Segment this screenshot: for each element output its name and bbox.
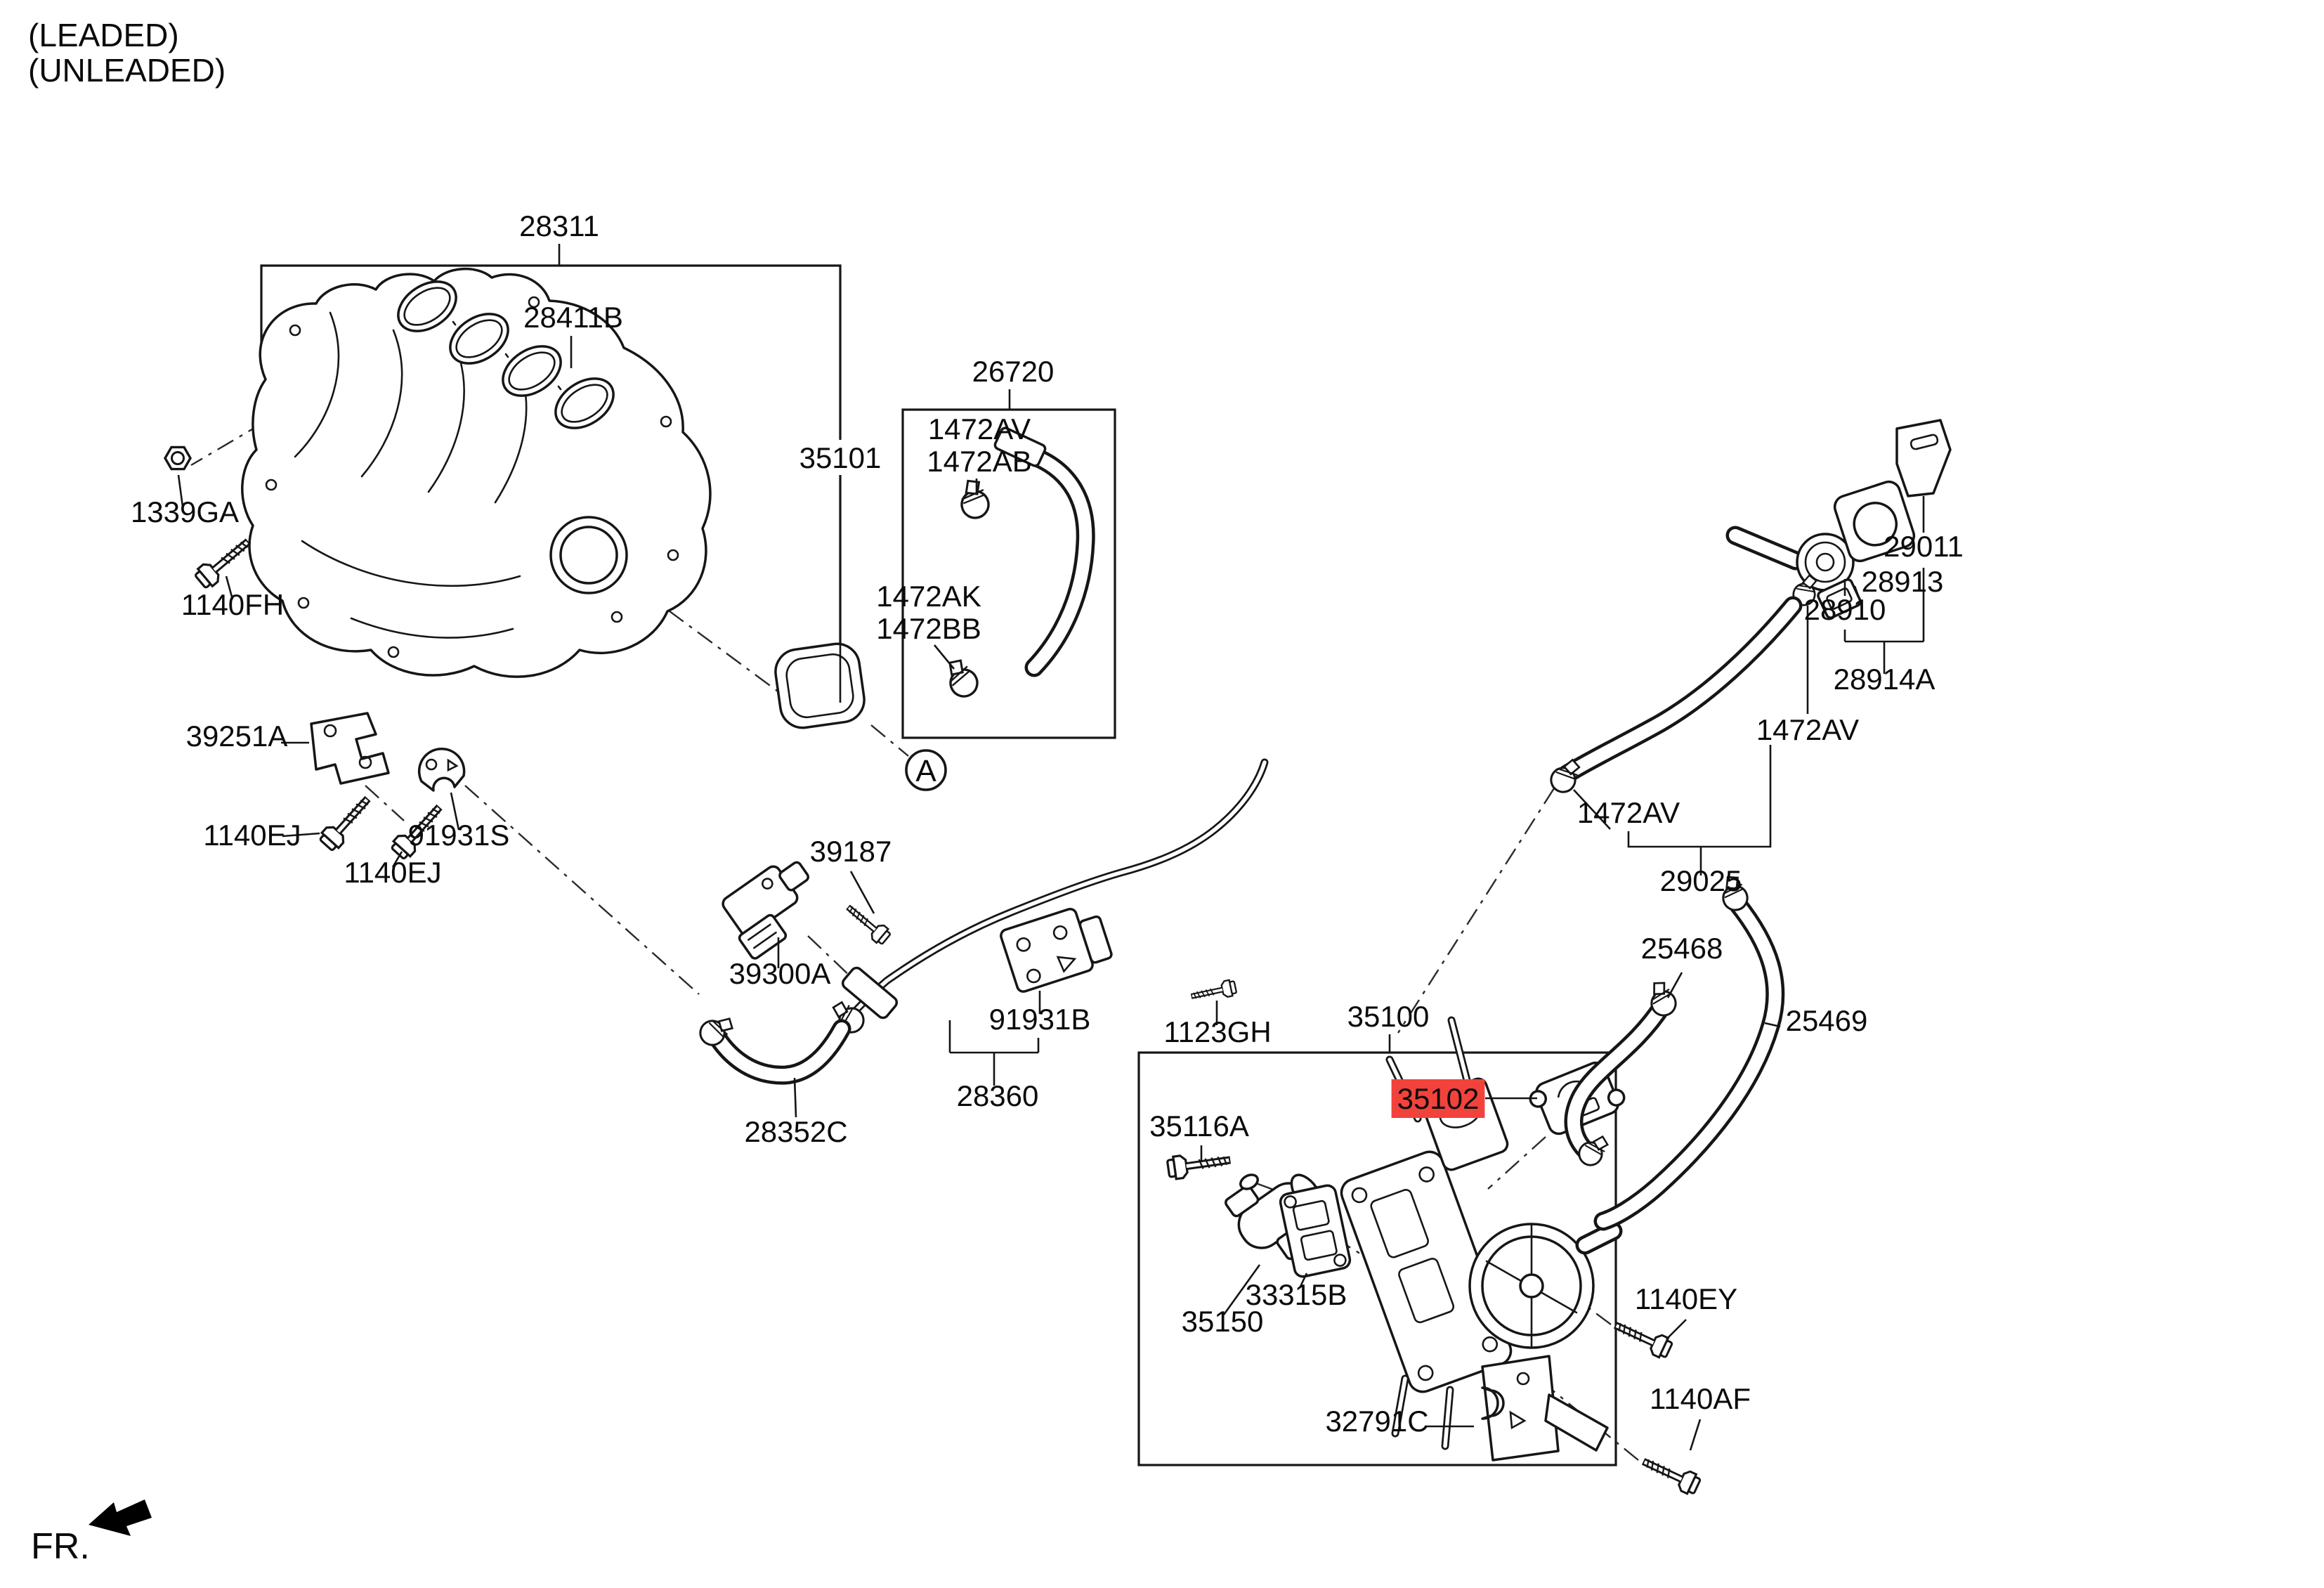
bolt-1140fh-drawing: [193, 533, 256, 590]
leader-lines: [177, 244, 1925, 1451]
purge-hose-28352c-drawing: [694, 1009, 851, 1085]
part-label-25468[interactable]: 25468: [1641, 932, 1723, 965]
config-note: (LEADED)(UNLEADED): [28, 17, 226, 89]
section-marker-a: A: [915, 754, 936, 788]
part-label-35102[interactable]: 35102: [1397, 1082, 1480, 1115]
part-label-28913[interactable]: 28913: [1862, 565, 1944, 598]
intake-manifold-drawing: [241, 268, 712, 678]
part-label-32791C[interactable]: 32791C: [1325, 1405, 1428, 1438]
bolt-1140af-drawing: [1639, 1452, 1702, 1496]
hose-25468-drawing: [1564, 977, 1680, 1171]
breather-hose-drawing: [939, 427, 1095, 703]
manifold-gasket-drawing: [397, 280, 615, 429]
throttle-group-box: [1137, 1051, 1617, 1466]
bolt-1140ey-drawing: [1611, 1315, 1673, 1360]
part-drawings: [164, 268, 1952, 1497]
manifold-bolt-holes: [265, 296, 679, 658]
bracket-32791c-drawing: [1481, 1355, 1609, 1462]
part-label-1140AF[interactable]: 1140AF: [1650, 1382, 1751, 1415]
bolt-39187-drawing: [842, 900, 892, 946]
bracket-29011-drawing: [1895, 419, 1952, 497]
part-label-28311[interactable]: 28311: [519, 209, 599, 242]
purge-valve-drawing: [1725, 419, 1952, 619]
bolt-1123gh-drawing: [1189, 979, 1236, 1004]
highlight-part-label-35102: [1391, 1079, 1485, 1118]
nut-1339ga-drawing: [164, 445, 192, 471]
part-label-35150[interactable]: 35150: [1182, 1305, 1264, 1338]
part-labels-layer: (LEADED)(UNLEADED) 28311 28411B 35101 26720 1…: [28, 17, 1964, 1567]
part-label-1140EJ-2[interactable]: 1140EJ: [344, 856, 441, 889]
part-label-1140EY[interactable]: 1140EY: [1635, 1282, 1737, 1315]
part-label-35100[interactable]: 35100: [1347, 1000, 1430, 1033]
map-sensor-drawing: [722, 861, 810, 960]
part-label-29025[interactable]: 29025: [1660, 864, 1742, 897]
bolt-1140ej-drawing: [318, 791, 376, 853]
section-marker-a-circle[interactable]: [905, 749, 947, 791]
vapor-pipe-drawing: [825, 758, 1269, 1039]
bracket-91931s-drawing: [417, 747, 466, 792]
part-label-1123GH[interactable]: 1123GH: [1163, 1015, 1271, 1048]
throttle-plate-gasket-drawing: [1279, 1184, 1352, 1278]
bracket-91931b-drawing: [1000, 907, 1113, 993]
part-label-39187[interactable]: 39187: [810, 835, 892, 868]
part-label-28914A[interactable]: 28914A: [1834, 663, 1935, 696]
part-label-39251A[interactable]: 39251A: [186, 720, 288, 753]
part-label-1472AV-right[interactable]: 1472AV: [1756, 713, 1859, 746]
bolt-35116a-drawing: [1167, 1149, 1232, 1180]
part-label-28910[interactable]: 28910: [1804, 593, 1886, 626]
part-label-39300A[interactable]: 39300A: [729, 957, 831, 990]
washer-drawing: [1239, 1173, 1259, 1190]
part-label-33315B[interactable]: 33315B: [1246, 1278, 1347, 1311]
part-label-29011[interactable]: 29011: [1884, 530, 1964, 563]
part-label-28411B[interactable]: 28411B: [523, 301, 623, 334]
hose-25469-drawing: [1593, 872, 1785, 1231]
part-label-35116A[interactable]: 35116A: [1149, 1109, 1249, 1143]
part-label-91931S[interactable]: 91931S: [408, 819, 510, 852]
part-label-26720[interactable]: 26720: [972, 355, 1055, 388]
vapor-hose-29025-drawing: [1546, 596, 1803, 798]
part-label-28360[interactable]: 28360: [957, 1079, 1039, 1112]
part-label-1472AV-mid[interactable]: 1472AV: [1577, 796, 1680, 829]
part-label-35101[interactable]: 35101: [799, 441, 882, 474]
fr-marker-label: FR.: [31, 1526, 90, 1567]
part-label-28352C[interactable]: 28352C: [744, 1115, 847, 1148]
part-label-91931B[interactable]: 91931B: [989, 1003, 1091, 1036]
throttle-gasket-drawing: [774, 642, 866, 729]
part-label-25469[interactable]: 25469: [1786, 1004, 1868, 1037]
part-label-1339GA[interactable]: 1339GA: [131, 495, 239, 528]
part-label-1140EJ[interactable]: 1140EJ: [203, 819, 301, 852]
part-label-1140FH[interactable]: 1140FH: [181, 588, 284, 621]
fr-direction-arrow: [89, 1499, 152, 1536]
throttle-body-drawing: [1340, 1016, 1623, 1450]
bracket-39251a-drawing: [310, 712, 390, 785]
